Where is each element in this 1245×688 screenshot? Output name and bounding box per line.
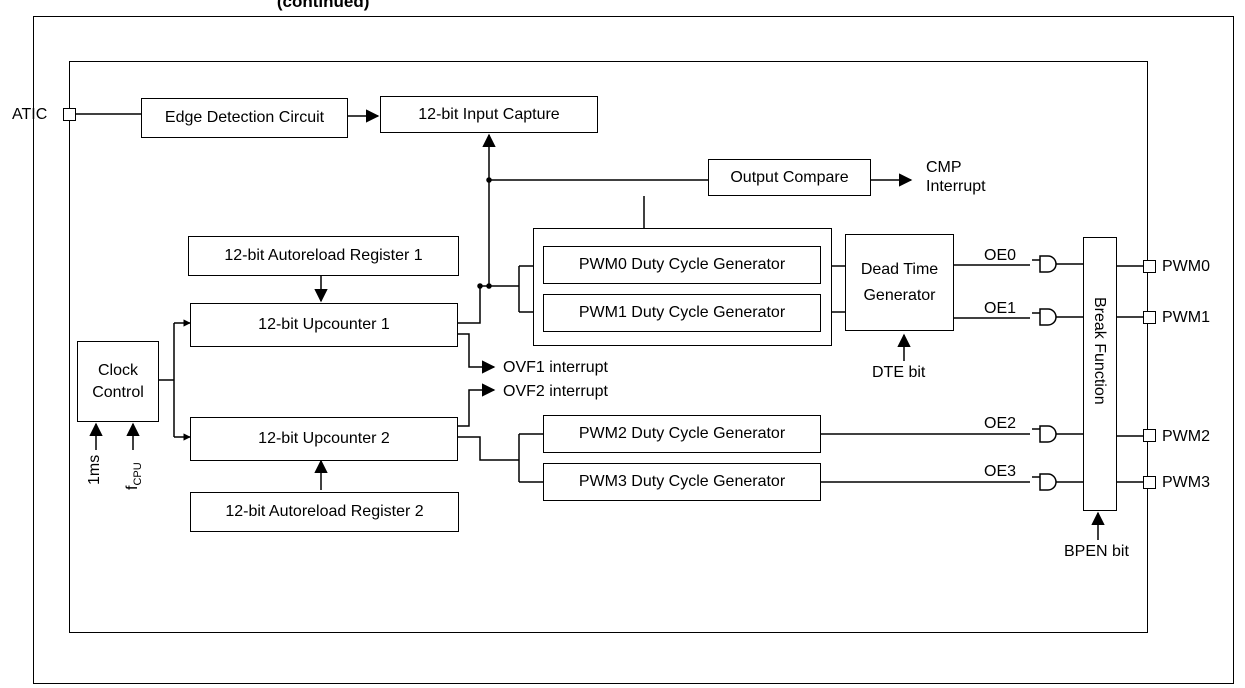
pwm0-pin bbox=[1143, 260, 1156, 273]
pwm0-output-label: PWM0 bbox=[1162, 258, 1210, 275]
bpen-bit-label: BPEN bit bbox=[1064, 543, 1129, 560]
upcounter-2-block: 12-bit Upcounter 2 bbox=[190, 417, 458, 461]
break-function-label: Break Function bbox=[1091, 297, 1108, 405]
figure-title: Figure 00. PWM auto-reload timer (contin… bbox=[276, 0, 370, 11]
pwm2-output-label: PWM2 bbox=[1162, 428, 1210, 445]
peripheral-boundary bbox=[69, 61, 1148, 633]
oe0-label: OE0 bbox=[984, 247, 1017, 264]
input-capture-block: 12-bit Input Capture bbox=[380, 96, 598, 133]
cmp-interrupt-label: Interrupt bbox=[926, 178, 986, 195]
pwm2-duty-cycle-generator: PWM2 Duty Cycle Generator bbox=[543, 415, 821, 453]
atic-pin bbox=[63, 108, 76, 121]
dte-bit-label: DTE bit bbox=[872, 364, 926, 381]
edge-detection-block: Edge Detection Circuit bbox=[141, 98, 348, 138]
break-function-block bbox=[1083, 237, 1117, 511]
ovf1-interrupt-label: OVF1 interrupt bbox=[503, 359, 608, 376]
output-compare-block: Output Compare bbox=[708, 159, 871, 196]
ovf2-interrupt-label: OVF2 interrupt bbox=[503, 383, 608, 400]
oe1-label: OE1 bbox=[984, 300, 1017, 317]
atic-label: ATIC bbox=[12, 106, 48, 123]
dead-time-generator: Dead Time Generator bbox=[845, 234, 954, 331]
pwm2-pin bbox=[1143, 429, 1156, 442]
cmp-label: CMP bbox=[926, 159, 962, 176]
pwm3-output-label: PWM3 bbox=[1162, 474, 1210, 491]
pwm3-duty-cycle-generator: PWM3 Duty Cycle Generator bbox=[543, 463, 821, 501]
pwm0-duty-cycle-generator: PWM0 Duty Cycle Generator bbox=[543, 246, 821, 284]
pwm1-pin bbox=[1143, 311, 1156, 324]
pwm3-pin bbox=[1143, 476, 1156, 489]
autoreload-register-2-block: 12-bit Autoreload Register 2 bbox=[190, 492, 459, 532]
upcounter-1-block: 12-bit Upcounter 1 bbox=[190, 303, 458, 347]
figure-frame bbox=[33, 16, 1234, 684]
clock-1ms-label: 1ms bbox=[86, 454, 103, 485]
pwm1-output-label: PWM1 bbox=[1162, 309, 1210, 326]
autoreload-register-1-block: 12-bit Autoreload Register 1 bbox=[188, 236, 459, 276]
oe2-label: OE2 bbox=[984, 415, 1017, 432]
pwm1-duty-cycle-generator: PWM1 Duty Cycle Generator bbox=[543, 294, 821, 332]
oe3-label: OE3 bbox=[984, 463, 1017, 480]
clock-control-block: Clock Control bbox=[77, 341, 159, 422]
fcpu-label: fCPU bbox=[124, 462, 145, 490]
